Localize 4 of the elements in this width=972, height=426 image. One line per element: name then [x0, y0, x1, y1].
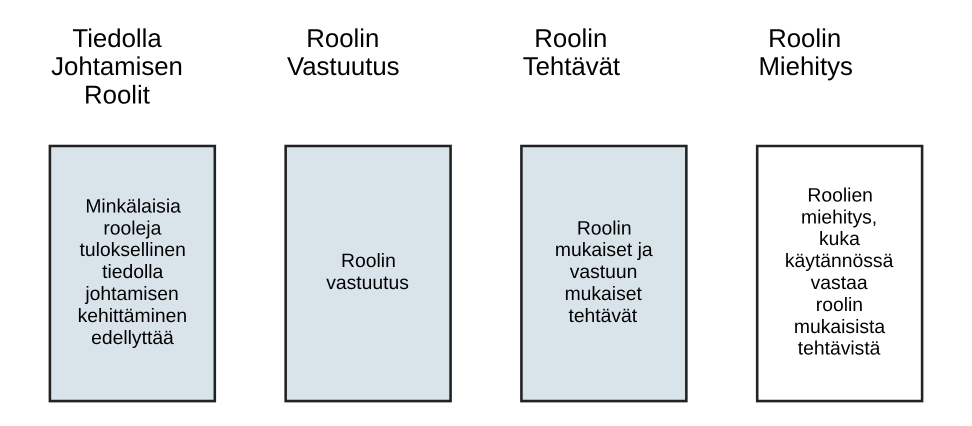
- node-label: Roolin Vastuutus: [286, 24, 400, 82]
- node-label: Tiedolla Johtamisen Roolit: [51, 24, 183, 110]
- node-label: Roolin Miehitys: [758, 24, 853, 82]
- node-label: Roolin Tehtävät: [522, 24, 620, 82]
